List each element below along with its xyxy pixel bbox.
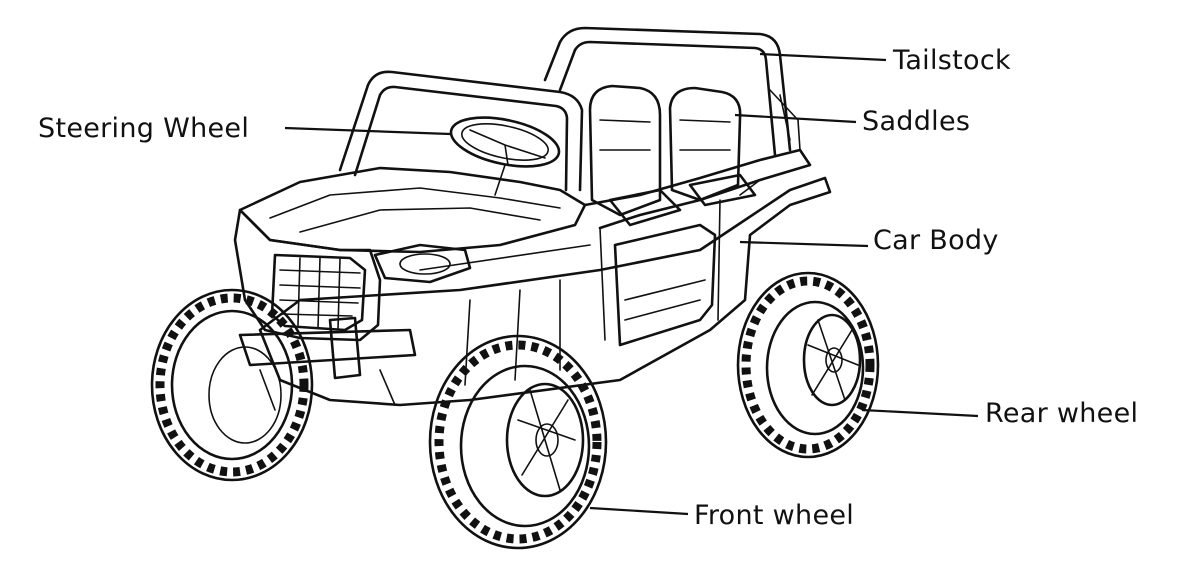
leader-car-body: [739, 240, 869, 248]
front-grille-illustration: [233, 208, 472, 411]
steering-wheel-illustration: [449, 116, 561, 196]
car-body-illustration: [238, 148, 832, 407]
leader-saddles: [734, 113, 857, 124]
leader-rear-wheel: [861, 408, 979, 418]
rear-left-wheel-illustration: [150, 288, 314, 482]
label-front-wheel: Front wheel: [694, 500, 855, 531]
label-saddles: Saddles: [862, 106, 971, 137]
label-car-body: Car Body: [873, 225, 999, 256]
leader-steering-wheel: [284, 126, 451, 136]
leader-front-wheel: [589, 506, 689, 516]
front-roll-bar-illustration: [338, 70, 584, 192]
rear-wheel-illustration: [736, 271, 880, 459]
label-steering-wheel: Steering Wheel: [38, 113, 250, 144]
seats-illustration: [588, 84, 757, 227]
leader-lines: [284, 52, 979, 516]
tailstock-illustration: [543, 26, 801, 157]
front-wheel-illustration: [428, 334, 608, 550]
label-rear-wheel: Rear wheel: [985, 398, 1139, 429]
label-tailstock: Tailstock: [893, 45, 1011, 76]
leader-tailstock: [759, 52, 887, 62]
